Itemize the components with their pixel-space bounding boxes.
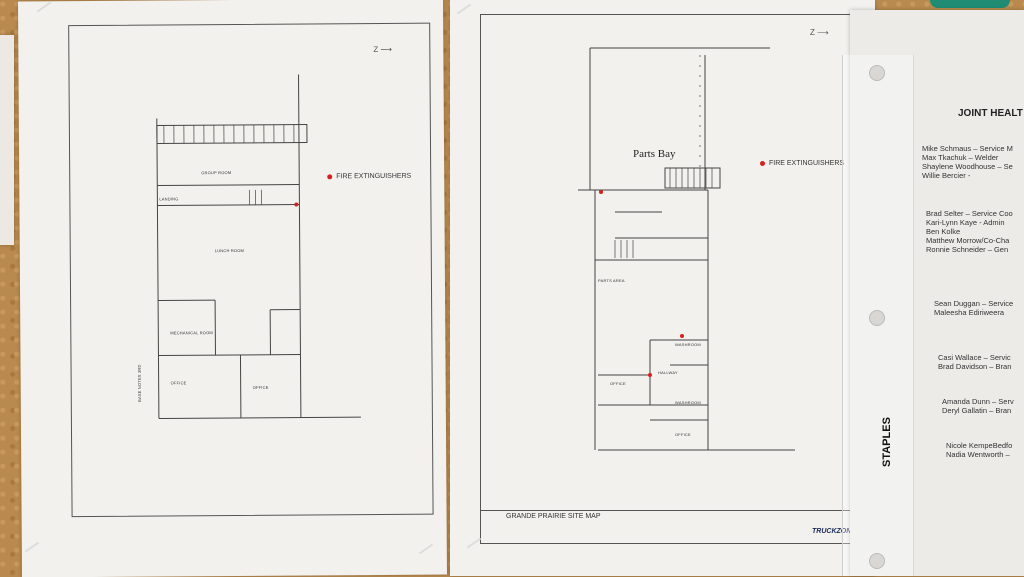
left-room-label: OFFICE <box>253 385 269 390</box>
name-group: Brad Selter – Service Coo Kari-Lynn Kaye… <box>926 209 1013 254</box>
binder-hole <box>869 553 885 569</box>
left-legend-text: FIRE EXTINGUISHERS <box>336 173 411 181</box>
sheet-protector: STAPLES <box>842 55 914 576</box>
left-legend: FIRE EXTINGUISHERS <box>327 173 411 181</box>
right-room-label: WASHROOM <box>675 342 701 347</box>
name-line: Brad Selter – Service Coo <box>926 209 1013 218</box>
extinguisher-dot-icon <box>327 174 332 179</box>
right-room-label: HALLWAY <box>658 370 678 375</box>
left-room-label: LUNCH ROOM <box>215 248 244 253</box>
left-plan-drawing <box>18 0 447 577</box>
right-room-label: PARTS AREA <box>598 278 625 283</box>
left-side-text: BASE NOTES 3RD <box>137 364 142 402</box>
name-line: Ronnie Schneider – Gen <box>926 245 1013 254</box>
name-line: Nicole KempeBedfo <box>946 441 1012 450</box>
staples-logo: STAPLES <box>881 417 893 467</box>
name-group: Casi Wallace – Servic Brad Davidson – Br… <box>938 353 1011 371</box>
name-line: Max Tkachuk – Welder <box>922 153 1013 162</box>
right-room-label: WASHROOM <box>675 400 701 405</box>
name-line: Shaylene Woodhouse – Se <box>922 162 1013 171</box>
site-map-title: GRANDE PRAIRIE SITE MAP <box>506 513 601 520</box>
name-line: Willie Bercier - <box>922 171 1013 180</box>
left-room-label: GROUP ROOM <box>201 170 231 175</box>
name-line: Casi Wallace – Servic <box>938 353 1011 362</box>
name-line: Sean Duggan – Service <box>934 299 1013 308</box>
name-line: Mike Schmaus – Service M <box>922 144 1013 153</box>
left-room-label: LANDING <box>159 196 178 201</box>
extinguisher-dot-icon <box>760 161 765 166</box>
name-line: Deryl Gallatin – Bran <box>942 406 1014 415</box>
right-room-label: OFFICE <box>610 381 626 386</box>
left-room-label: OFFICE <box>171 380 187 385</box>
name-group: Sean Duggan – Service Maleesha Ediriweer… <box>934 299 1013 317</box>
left-room-label: MECHANICAL ROOM <box>170 330 213 335</box>
binder-hole <box>869 65 885 81</box>
name-line: Brad Davidson – Bran <box>938 362 1011 371</box>
right-floor-plan-sheet: Z ⟶ <box>450 0 875 576</box>
sheet-heading: JOINT HEALT <box>958 108 1023 119</box>
left-floor-plan-sheet: Z ⟶ GROUP ROOM LAN <box>18 0 447 577</box>
name-line: Amanda Dunn – Serv <box>942 397 1014 406</box>
name-group: Nicole KempeBedfo Nadia Wentworth – <box>946 441 1012 459</box>
name-group: Mike Schmaus – Service M Max Tkachuk – W… <box>922 144 1013 180</box>
right-legend-text: FIRE EXTINGUISHERS <box>769 160 844 167</box>
name-group: Amanda Dunn – Serv Deryl Gallatin – Bran <box>942 397 1014 415</box>
far-left-paper <box>0 35 14 245</box>
right-plan-drawing <box>450 0 875 576</box>
name-line: Nadia Wentworth – <box>946 450 1012 459</box>
name-line: Ben Kolke <box>926 227 1013 236</box>
green-object <box>930 0 1010 8</box>
right-room-label: OFFICE <box>675 432 691 437</box>
right-legend: FIRE EXTINGUISHERS <box>760 160 844 167</box>
name-line: Kari-Lynn Kaye - Admin <box>926 218 1013 227</box>
parts-bay-label: Parts Bay <box>633 148 675 160</box>
binder-hole <box>869 310 885 326</box>
name-line: Matthew Morrow/Co-Cha <box>926 236 1013 245</box>
name-line: Maleesha Ediriweera <box>934 308 1013 317</box>
